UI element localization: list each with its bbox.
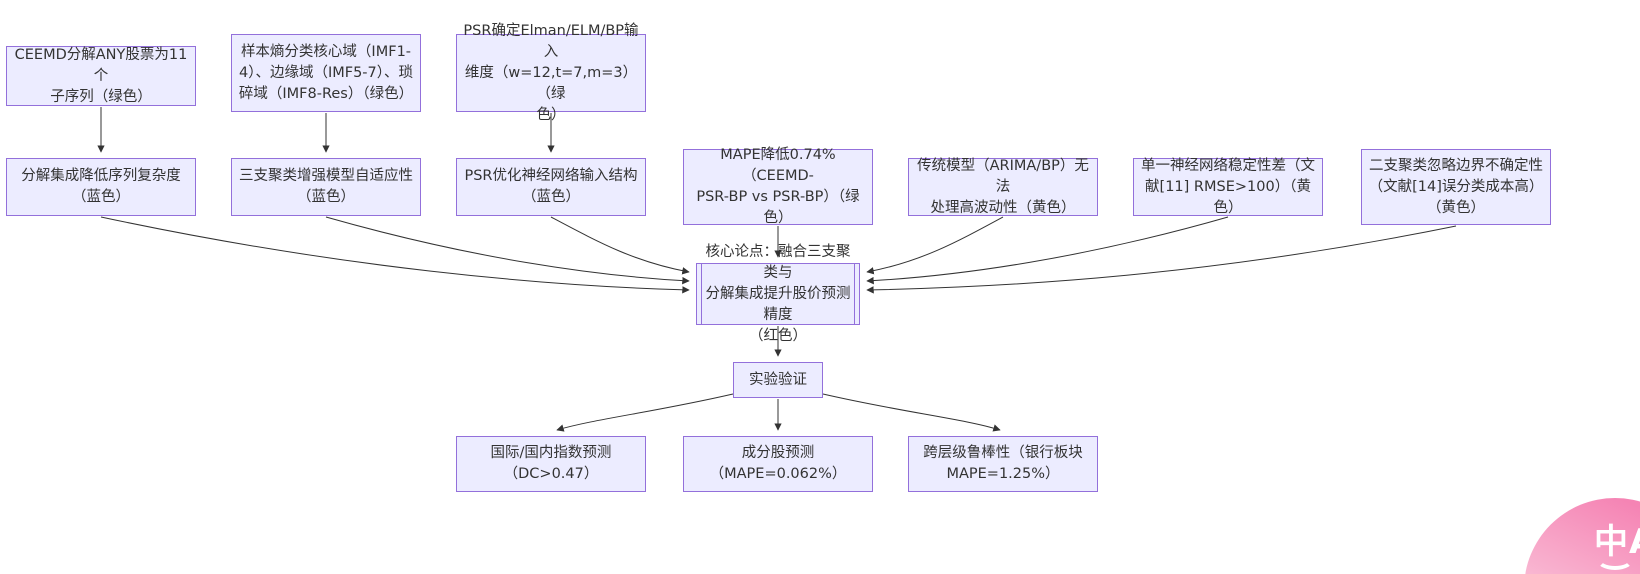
node-label: 成分股预测 （MAPE=0.062%） [709,445,847,482]
node-label: PSR优化神经网络输入结构 （蓝色） [464,168,638,205]
node-label: PSR确定Elman/ELM/BP输入 维度（w=12,t=7,m=3）（绿 色… [463,22,639,123]
node-mape-reduction: MAPE降低0.74%（CEEMD- PSR-BP vs PSR-BP）（绿 色… [683,147,873,226]
node-core-thesis: 核心论点：融合三支聚类与 分解集成提升股价预测精度 （红色） [696,244,860,344]
node-label: CEEMD分解ANY股票为11个 子序列（绿色） [14,46,188,105]
node-psr-input-dims: PSR确定Elman/ELM/BP输入 维度（w=12,t=7,m=3）（绿 色… [456,23,646,123]
edge-b3-core [550,216,690,275]
node-label: 三支聚类增强模型自适应性 （蓝色） [239,168,413,205]
node-label: 实验验证 [749,371,807,388]
node-ceemd-decompose: CEEMD分解ANY股票为11个 子序列（绿色） [6,46,196,106]
node-label: 单一神经网络稳定性差（文 献[11] RMSE>100）（黄色） [1141,157,1315,216]
node-traditional-model-limits: 传统模型（ARIMA/BP）无法 处理高波动性（黄色） [908,158,1098,216]
node-sample-entropy-domains: 样本熵分类核心域（IMF1- 4）、边缘域（IMF5-7）、琐 碎域（IMF8-… [231,34,421,112]
node-label: MAPE降低0.74%（CEEMD- PSR-BP vs PSR-BP）（绿 色… [696,147,860,226]
node-psr-optimizes-input: PSR优化神经网络输入结构 （蓝色） [456,158,646,216]
node-label: 国际/国内指数预测 （DC>0.47） [490,445,612,482]
node-label: 跨层级鲁棒性（银行板块 MAPE=1.25%） [923,445,1083,482]
node-index-forecast: 国际/国内指数预测 （DC>0.47） [456,436,646,492]
node-single-nn-instability: 单一神经网络稳定性差（文 献[11] RMSE>100）（黄色） [1133,158,1323,216]
node-label: 分解集成降低序列复杂度 （蓝色） [21,168,181,205]
node-constituent-forecast: 成分股预测 （MAPE=0.062%） [683,436,873,492]
edge-b2-core [325,216,690,285]
node-label: 核心论点：融合三支聚类与 分解集成提升股价预测精度 （红色） [705,243,851,344]
node-experimental-validation: 实验验证 [733,362,823,398]
node-two-way-clustering-limits: 二支聚类忽略边界不确定性 （文献[14]误分类成本高） （黄色） [1361,149,1551,225]
node-three-way-clustering-adaptivity: 三支聚类增强模型自适应性 （蓝色） [231,158,421,216]
node-label: 二支聚类忽略边界不确定性 （文献[14]误分类成本高） （黄色） [1368,157,1544,216]
node-cross-level-robustness: 跨层级鲁棒性（银行板块 MAPE=1.25%） [908,436,1098,492]
translate-badge-label: 中A [1594,514,1640,570]
node-label: 传统模型（ARIMA/BP）无法 处理高波动性（黄色） [917,157,1089,216]
edge-b5-core [866,216,1004,275]
edge-exp-e1 [556,393,734,432]
edge-b1-core [100,216,690,294]
node-decompose-reduces-complexity: 分解集成降低序列复杂度 （蓝色） [6,158,196,216]
node-label: 样本熵分类核心域（IMF1- 4）、边缘域（IMF5-7）、琐 碎域（IMF8-… [238,43,414,102]
edge-b6-core [866,216,1229,285]
edge-exp-e3 [822,393,1001,432]
edge-b7-core [866,225,1457,294]
translate-badge[interactable]: 中A [1524,498,1640,574]
